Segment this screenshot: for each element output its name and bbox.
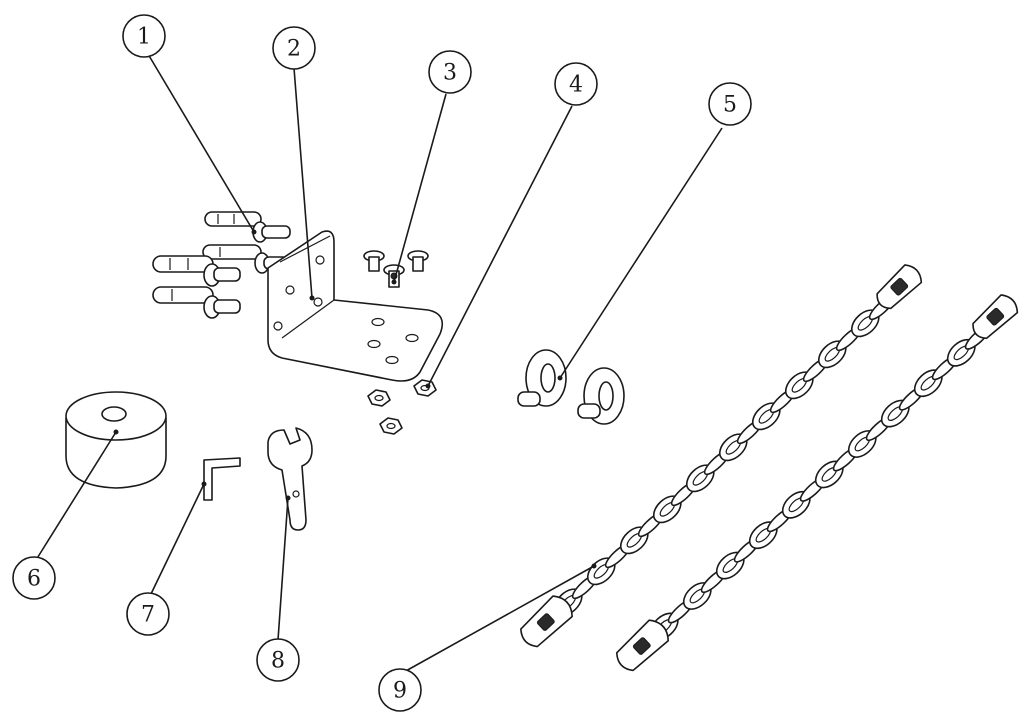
carabiner [520,595,573,648]
chain-with-carabiners [520,264,923,648]
screw [407,250,429,272]
wrench [267,427,313,531]
callout-1: 1 [122,14,166,58]
leader-line-1 [147,53,255,233]
hex-nut [379,417,403,435]
leader-line-4 [427,105,573,387]
leader-lines [35,53,723,673]
callout-label: 4 [569,73,583,98]
callout-label: 8 [271,649,285,674]
leader-line-9 [403,565,595,673]
leader-line-5 [559,127,723,379]
callout-label: 6 [27,567,41,592]
eye-bolt [517,349,567,407]
callout-label: 1 [137,25,151,50]
nuts-group [367,379,437,435]
leader-line-2 [293,67,313,299]
callout-label: 7 [141,603,155,628]
anchor-bolt [152,255,241,287]
l-bracket [267,230,444,382]
leader-line-3 [393,93,447,283]
chain-with-carabiners [615,294,1019,672]
hex-nut [367,389,391,407]
callout-2: 2 [272,26,316,70]
callout-label: 2 [287,37,301,62]
leader-line-6 [35,431,117,561]
carabiner [615,619,669,672]
callout-6: 6 [12,556,56,600]
callout-4: 4 [554,62,598,106]
carabiner [972,294,1019,340]
callout-7: 7 [126,592,170,636]
callout-8: 8 [256,638,300,682]
eye-bolt [577,367,625,425]
hex-nut [413,379,437,397]
anchor-bolt [204,211,291,243]
callout-label: 3 [443,61,457,86]
callout-9: 9 [378,668,422,712]
carabiner [876,264,923,310]
anchor-bolt [152,286,241,319]
hex-key [203,457,241,501]
callout-5: 5 [708,82,752,126]
rubber-stopper [65,391,167,489]
callout-3: 3 [428,50,472,94]
callout-label: 5 [723,93,737,118]
screw [363,250,385,272]
anchor-bolts-group [152,211,291,319]
leader-line-7 [149,483,205,597]
eye-bolts-group [517,349,625,425]
leader-line-8 [277,497,289,641]
callout-label: 9 [393,679,407,704]
